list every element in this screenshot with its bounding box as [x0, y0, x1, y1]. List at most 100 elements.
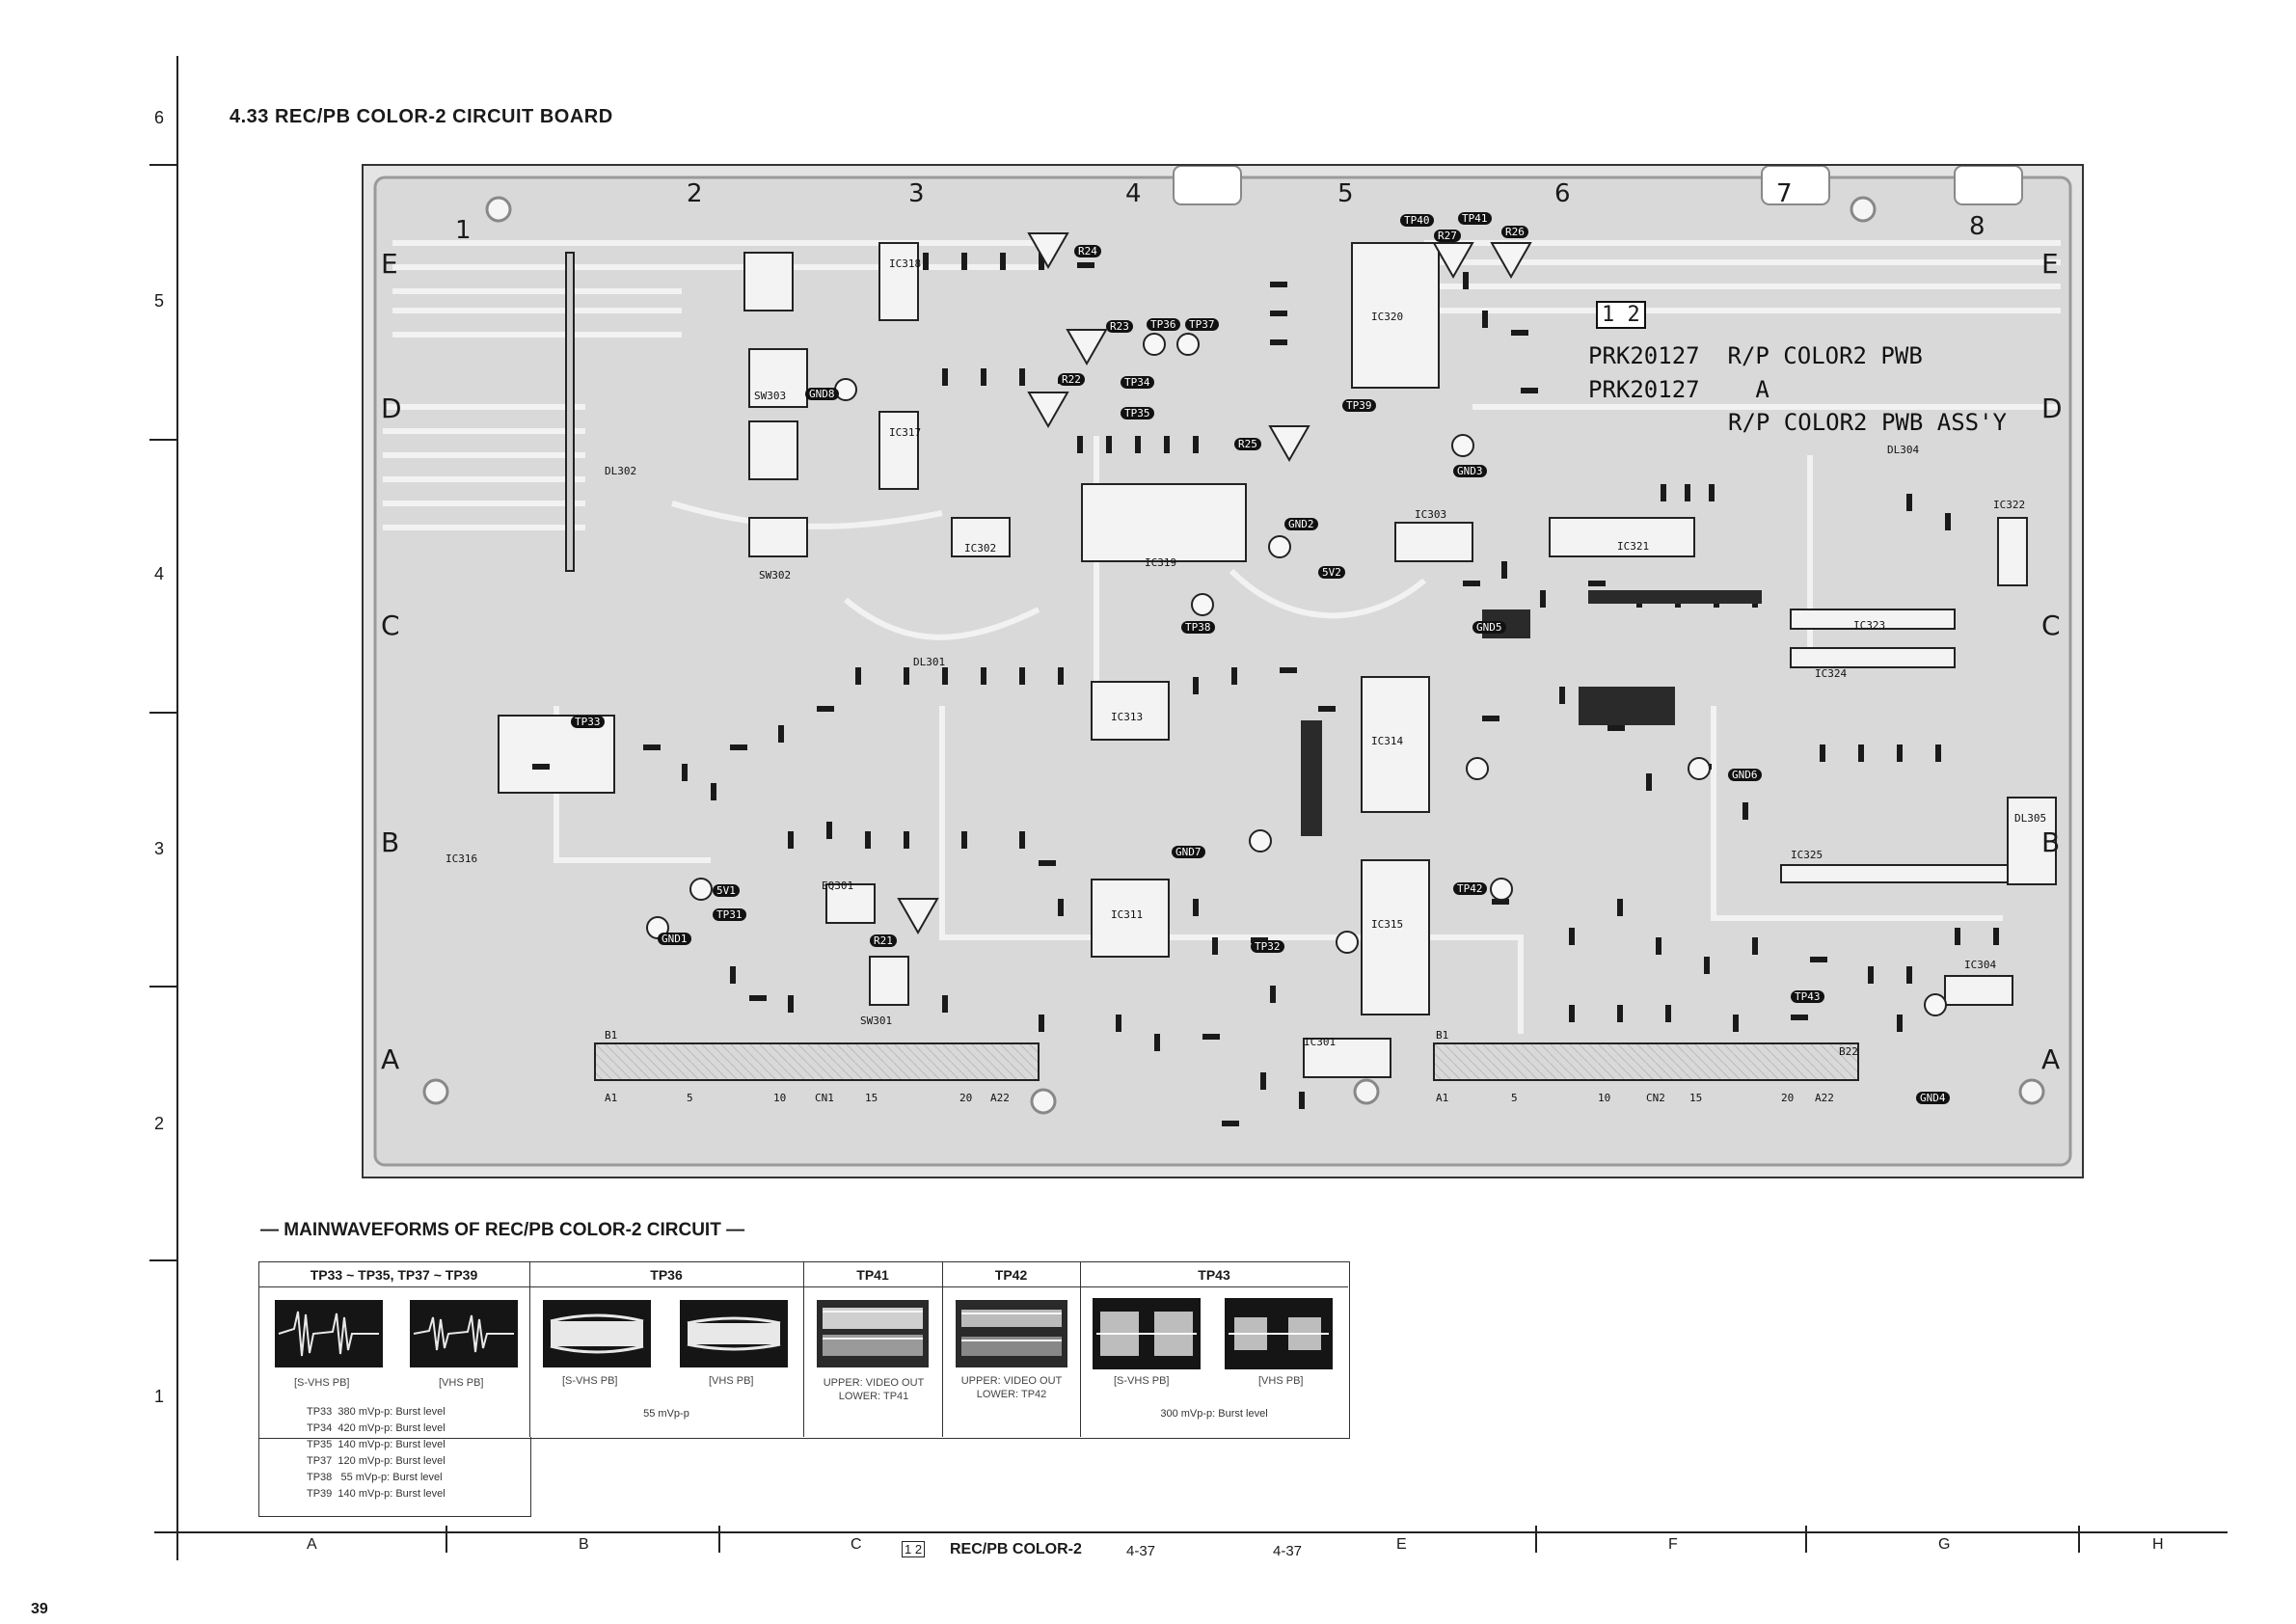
page-number: 39: [31, 1601, 48, 1617]
ground-badge: GND3: [1453, 465, 1487, 477]
trimmer-badge: R27: [1434, 230, 1461, 242]
ground-badge: GND7: [1172, 846, 1205, 858]
trimmer-badge: R25: [1234, 438, 1261, 450]
component-label: IC302: [964, 542, 997, 555]
test-point-badge: TP43: [1791, 990, 1824, 1003]
component-label: IC320: [1371, 311, 1404, 323]
board-row-label: E: [2041, 248, 2059, 280]
component-label: DL305: [2014, 812, 2047, 825]
component-label: IC319: [1145, 556, 1177, 569]
ruler-tick: [718, 1526, 720, 1553]
waveform-caption: [VHS PB]: [1258, 1375, 1304, 1387]
component-label: DL302: [605, 465, 637, 477]
component-label: IC301: [1304, 1036, 1337, 1048]
oscilloscope-trace: [275, 1300, 383, 1367]
oscilloscope-trace: [543, 1300, 651, 1367]
waveform-note: TP34 420 mVp-p: Burst level: [307, 1422, 446, 1434]
component-label: SW302: [759, 569, 792, 582]
test-point-badge: TP39: [1342, 399, 1376, 412]
board-row-label: B: [2041, 826, 2061, 858]
component-label: IC323: [1853, 619, 1886, 632]
connector-pin-label: 5: [1511, 1092, 1518, 1104]
row-ticks: [149, 986, 178, 988]
component-label: IC322: [1993, 499, 2026, 511]
connector-pin-label: 10: [1598, 1092, 1611, 1104]
oscilloscope-trace: [680, 1300, 788, 1367]
ground-badge: GND8: [805, 388, 839, 400]
component-label: IC313: [1111, 711, 1144, 723]
waveform-caption: [S-VHS PB]: [562, 1375, 618, 1387]
connector-pin-label: 15: [865, 1092, 878, 1104]
component-label: EQ301: [822, 880, 854, 892]
waveform-divider: [1080, 1261, 1081, 1437]
ruler-letter: E: [1396, 1536, 1407, 1553]
pwb-line-3: R/P COLOR2 PWB ASS'Y: [1728, 409, 2007, 436]
connector-pin-label: A1: [605, 1092, 618, 1104]
waveform-caption: [VHS PB]: [439, 1377, 484, 1389]
row-ticks: [149, 1259, 178, 1261]
component-label: CN1: [815, 1092, 834, 1104]
row-number-5: 5: [154, 291, 165, 311]
oscilloscope-trace: [410, 1300, 518, 1367]
board-col-label: 8: [1969, 212, 1985, 241]
bottom-ref: 4-37: [1126, 1543, 1156, 1559]
test-point-badge: TP38: [1181, 621, 1215, 634]
ruler-tick: [2078, 1526, 2080, 1553]
waveform-caption: [S-VHS PB]: [1114, 1375, 1170, 1387]
component-label: CN2: [1646, 1092, 1665, 1104]
connector-pin-label: B22: [1839, 1045, 1858, 1058]
component-label: DL301: [913, 656, 946, 668]
component-label: DL304: [1887, 444, 1920, 456]
ground-badge: GND1: [658, 933, 691, 945]
board-marker: 1 2: [1596, 301, 1646, 329]
ruler-tick: [1535, 1526, 1537, 1553]
ruler-tick: [176, 1522, 178, 1560]
board-row-label: E: [381, 248, 398, 280]
waveform-panel-header: TP36: [650, 1267, 683, 1283]
waveform-notes-box: [258, 1437, 531, 1517]
waveform-panel-header: TP43: [1198, 1267, 1230, 1283]
connector-pin-label: B1: [1436, 1029, 1449, 1042]
component-label: IC325: [1791, 849, 1823, 861]
row-ticks: [149, 164, 178, 166]
board-col-label: 2: [687, 179, 703, 208]
component-label: IC304: [1964, 959, 1997, 971]
ruler-tick: [1805, 1526, 1807, 1553]
trimmer-badge: R24: [1074, 245, 1101, 257]
row-number-1: 1: [154, 1387, 165, 1406]
test-point-badge: TP40: [1400, 214, 1434, 227]
test-point-badge: TP36: [1147, 318, 1180, 331]
waveform-divider: [942, 1261, 943, 1437]
component-label: SW301: [860, 1015, 893, 1027]
waveform-note: TP37 120 mVp-p: Burst level: [307, 1455, 446, 1467]
waveform-divider: [803, 1261, 804, 1437]
row-number-2: 2: [154, 1114, 165, 1133]
bottom-marker: 1 2: [902, 1541, 926, 1557]
test-point-badge: TP35: [1121, 407, 1154, 420]
waveform-caption: [VHS PB]: [709, 1375, 754, 1387]
pwb-line-1: PRK20127 R/P COLOR2 PWB: [1588, 342, 1923, 369]
bottom-ruler-line: [154, 1531, 2228, 1533]
connector-pin-label: 15: [1689, 1092, 1703, 1104]
waveform-note: TP39 140 mVp-p: Burst level: [307, 1488, 446, 1500]
test-point-badge: TP32: [1251, 940, 1284, 953]
board-row-label: A: [2041, 1043, 2061, 1075]
trimmer-badge: R21: [870, 934, 897, 947]
waveform-caption: UPPER: VIDEO OUT: [960, 1375, 1063, 1387]
ruler-letter: G: [1938, 1536, 1951, 1553]
waveform-panel-header: TP42: [994, 1267, 1028, 1283]
bottom-caption: REC/PB COLOR-2: [950, 1541, 1082, 1557]
waveform-caption: [S-VHS PB]: [294, 1377, 350, 1389]
row-number-3: 3: [154, 839, 165, 858]
waveform-panel-header: TP41: [856, 1267, 889, 1283]
waveform-table: [258, 1261, 1350, 1439]
oscilloscope-trace: [1093, 1298, 1201, 1369]
circuit-board: 1 2 3 4 5 6 7 8 E D C B A E D C B A 1 2 …: [362, 164, 2084, 1178]
waveform-note: TP35 140 mVp-p: Burst level: [307, 1439, 446, 1450]
test-point-badge: TP42: [1453, 882, 1487, 895]
waveforms-title: — MAINWAVEFORMS OF REC/PB COLOR-2 CIRCUI…: [260, 1220, 745, 1240]
test-point-badge: TP31: [713, 908, 746, 921]
component-label: IC316: [446, 853, 478, 865]
component-label: IC317: [889, 426, 922, 439]
connector-pin-label: A22: [990, 1092, 1010, 1104]
